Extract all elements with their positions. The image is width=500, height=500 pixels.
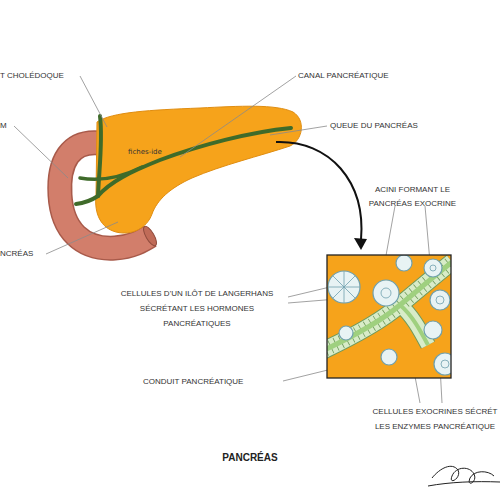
pancreatic-duct: [98, 128, 291, 196]
cell-lines: [328, 265, 449, 368]
zoom-arrow: [276, 142, 361, 240]
duct-branch-lumen: [400, 305, 428, 345]
part-label: M: [0, 121, 12, 131]
part-label: NCRÉAS: [0, 249, 50, 259]
part-label: T CHOLÉDOQUE: [0, 71, 80, 81]
acinus: [430, 290, 450, 310]
leader-line: [288, 287, 330, 297]
acinus: [396, 255, 412, 271]
inset-frame: [327, 255, 451, 378]
acinus: [339, 326, 353, 340]
arrow-head: [354, 238, 367, 250]
duct-outlet: [76, 196, 98, 204]
part-label: CELLULES D'UN ILÔT DE LANGERHANS SÉCRÉTA…: [108, 286, 286, 331]
part-label: CONDUIT PANCRÉATIQUE: [143, 377, 283, 387]
acinus: [381, 349, 397, 365]
leader-line: [425, 206, 430, 262]
duct-branch-outline: [400, 305, 428, 345]
islet-cells: [328, 271, 360, 303]
part-label: CELLULES EXOCRINES SÉCRÉT LES ENZYMES PA…: [370, 404, 500, 434]
leader-line: [80, 76, 107, 127]
leader-line: [180, 76, 296, 157]
duct-branch: [400, 305, 428, 345]
part-label: fiches-ide: [128, 147, 178, 157]
acinus-lumen: [381, 288, 391, 298]
islet: [328, 271, 360, 303]
bile-duct: [98, 116, 101, 196]
acinus-lumen: [436, 296, 444, 304]
leader-line: [14, 126, 68, 178]
part-label: ACINI FORMANT LE PANCRÉAS EXOCRINE: [365, 183, 460, 211]
duodenum-end: [141, 224, 159, 247]
signature: [428, 466, 500, 486]
accessory-duct: [80, 167, 142, 179]
diagram-title: PANCRÉAS: [150, 452, 350, 464]
pancreas: [96, 106, 302, 233]
acini: [328, 255, 451, 375]
acinus: [424, 259, 442, 277]
leader-line: [46, 222, 118, 254]
part-label: QUEUE DU PANCRÉAS: [330, 121, 450, 131]
leader-line: [270, 126, 327, 135]
acinus-lumen: [441, 360, 449, 368]
part-label: CANAL PANCRÉATIQUE: [298, 71, 418, 81]
acinus: [373, 280, 399, 306]
acinus: [424, 321, 442, 339]
inset-content: [327, 255, 451, 375]
acinus: [434, 353, 451, 375]
acinus-lumen: [430, 265, 436, 271]
